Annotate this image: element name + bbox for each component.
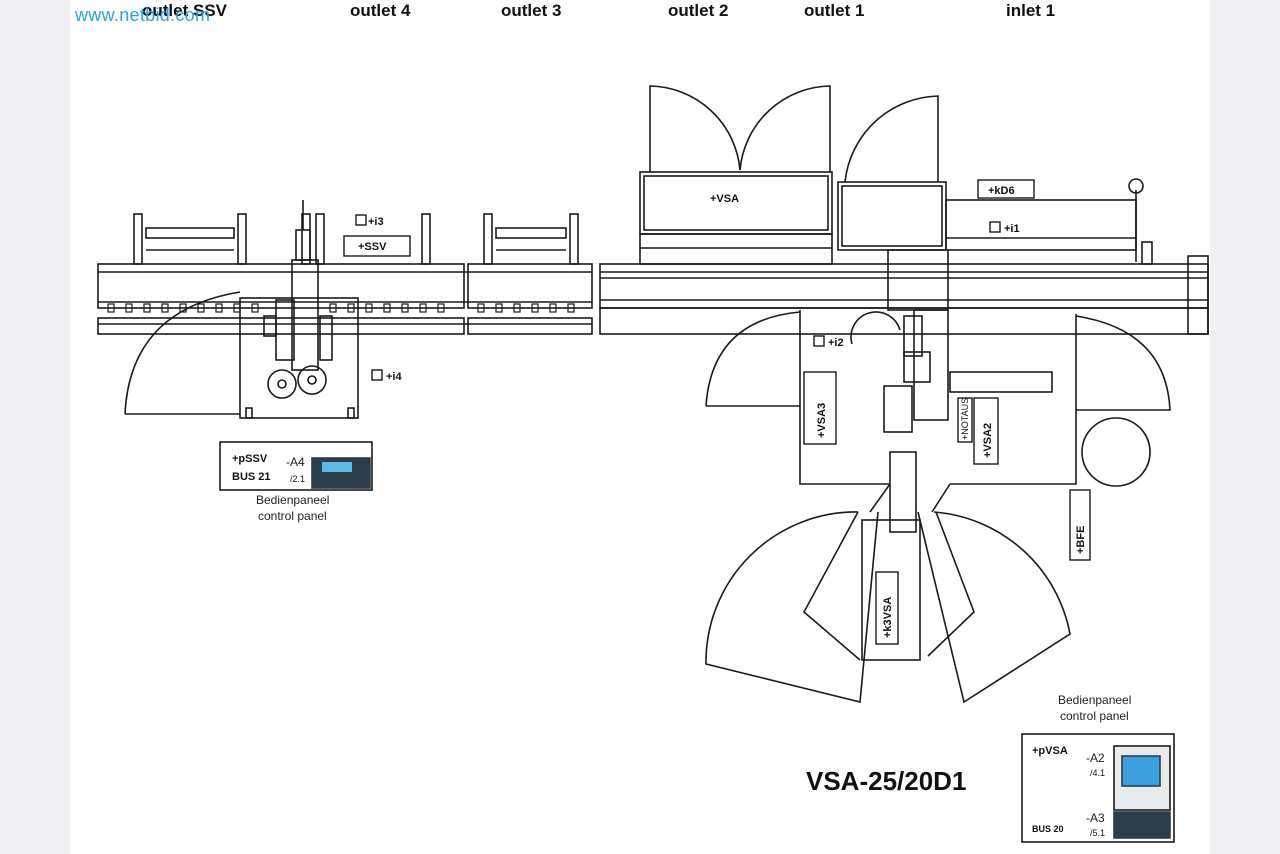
- tag-i2: +i2: [828, 337, 844, 349]
- drawing-sheet: [70, 0, 1210, 854]
- right-panel-caption-en: control panel: [1060, 709, 1129, 723]
- vsa-unit: [639, 171, 1153, 265]
- left-control-panel-frame: [219, 441, 373, 491]
- left-panel-caption-de: Bedienpaneel: [256, 493, 329, 507]
- machine-enclosure: [705, 310, 1171, 487]
- right-control-panel-frame: [1021, 733, 1175, 843]
- watermark-text: www.netbid.com: [75, 5, 211, 25]
- right-panel-ref-a3: /5.1: [1090, 828, 1105, 838]
- right-panel-addr-a3: -A3: [1086, 811, 1105, 825]
- header-inlet-1: inlet 1: [1006, 1, 1055, 20]
- tag-vsa3: +VSA3: [816, 403, 828, 438]
- outlet-frames: [133, 213, 579, 265]
- bottom-doors: [705, 483, 1071, 704]
- tag-vsa: +VSA: [710, 193, 739, 205]
- right-panel-addr-a2: -A2: [1086, 751, 1105, 765]
- right-panel-caption-de: Bedienpaneel: [1058, 693, 1131, 707]
- tag-vsa2: +VSA2: [982, 423, 994, 458]
- left-panel-ref: /2.1: [290, 474, 305, 484]
- tag-frames: [343, 179, 1091, 645]
- swing-doors: [649, 85, 939, 183]
- tag-i1: +i1: [1004, 223, 1020, 235]
- left-panel-caption-en: control panel: [258, 509, 327, 523]
- tag-i4: +i4: [386, 371, 402, 383]
- conveyor-right: [599, 255, 1209, 335]
- header-outlet-4: outlet 4: [350, 1, 411, 20]
- tag-i3: +i3: [368, 216, 384, 228]
- conveyor-rollers: [107, 303, 575, 313]
- tag-ssv: +SSV: [358, 241, 387, 253]
- header-outlet-3: outlet 3: [501, 1, 561, 20]
- right-panel-ref-a2: /4.1: [1090, 768, 1105, 778]
- tag-bfe: +BFE: [1075, 526, 1087, 554]
- header-outlet-ssv: outlet SSV: [142, 1, 228, 20]
- tag-vsa2-side: +NOTAUS: [960, 398, 970, 440]
- left-panel-addr: -A4: [286, 455, 305, 469]
- left-panel-bus: BUS 21: [232, 471, 271, 483]
- header-outlet-2: outlet 2: [668, 1, 728, 20]
- transfer-unit: [850, 249, 949, 533]
- right-panel-bus: BUS 20: [1032, 824, 1064, 834]
- right-panel-title: +pVSA: [1032, 745, 1068, 757]
- ssv-station: [124, 200, 359, 419]
- tag-k3vsa: +k3VSA: [882, 597, 894, 638]
- conveyor-left: [97, 263, 593, 335]
- model-designation: VSA-25/20D1: [806, 766, 966, 796]
- tag-kd6: +kD6: [988, 185, 1015, 197]
- left-panel-title: +pSSV: [232, 453, 268, 465]
- header-outlet-1: outlet 1: [804, 1, 864, 20]
